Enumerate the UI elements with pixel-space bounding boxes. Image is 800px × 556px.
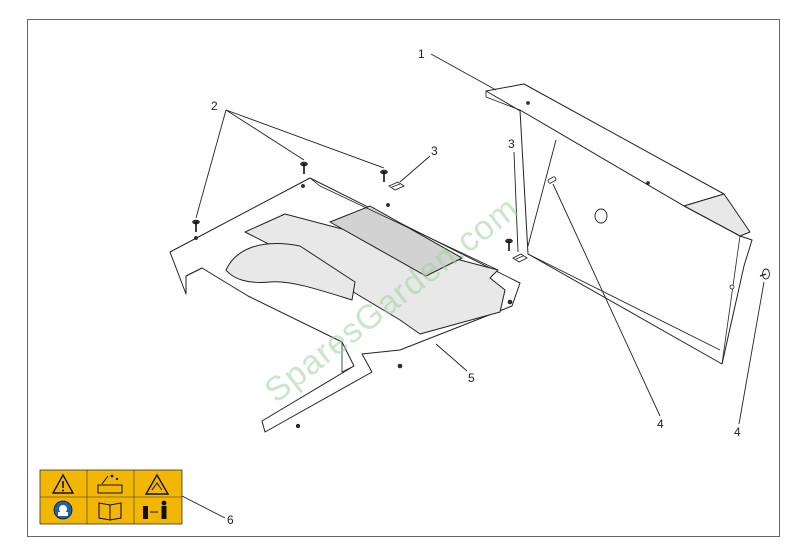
panel-hole — [594, 208, 608, 224]
part-3-clip-nut[interactable] — [388, 181, 405, 191]
part-6-safety-decal[interactable] — [39, 469, 183, 525]
part-2-screw[interactable] — [505, 238, 513, 251]
read-manual-icon — [98, 502, 122, 521]
callout-5: 5 — [468, 371, 475, 385]
part-4-bolt[interactable] — [759, 268, 770, 280]
part-5-base-tray[interactable] — [169, 177, 521, 433]
callout-1: 1 — [418, 47, 425, 61]
callout-3: 3 — [508, 137, 515, 151]
part-1-rear-panel[interactable] — [485, 83, 753, 365]
callout-4: 4 — [657, 417, 664, 431]
part-2-screw[interactable] — [192, 219, 200, 232]
callout-3: 3 — [431, 144, 438, 158]
leader-lines — [181, 53, 765, 519]
diagram-frame — [27, 19, 780, 537]
callout-4: 4 — [734, 425, 741, 439]
warning-triangle-icon — [51, 473, 75, 494]
ejected-objects-icon — [97, 474, 123, 494]
part-2-screw[interactable] — [300, 161, 308, 174]
hand-cut-hazard-icon — [144, 473, 170, 495]
part-3-clip-nut[interactable] — [512, 253, 528, 263]
callout-6: 6 — [227, 513, 234, 527]
part-2-screw[interactable] — [380, 169, 388, 182]
callout-2: 2 — [211, 99, 218, 113]
part-4-pin[interactable] — [547, 176, 557, 184]
eye-protection-icon — [53, 500, 73, 520]
keep-distance-icon — [143, 500, 167, 519]
